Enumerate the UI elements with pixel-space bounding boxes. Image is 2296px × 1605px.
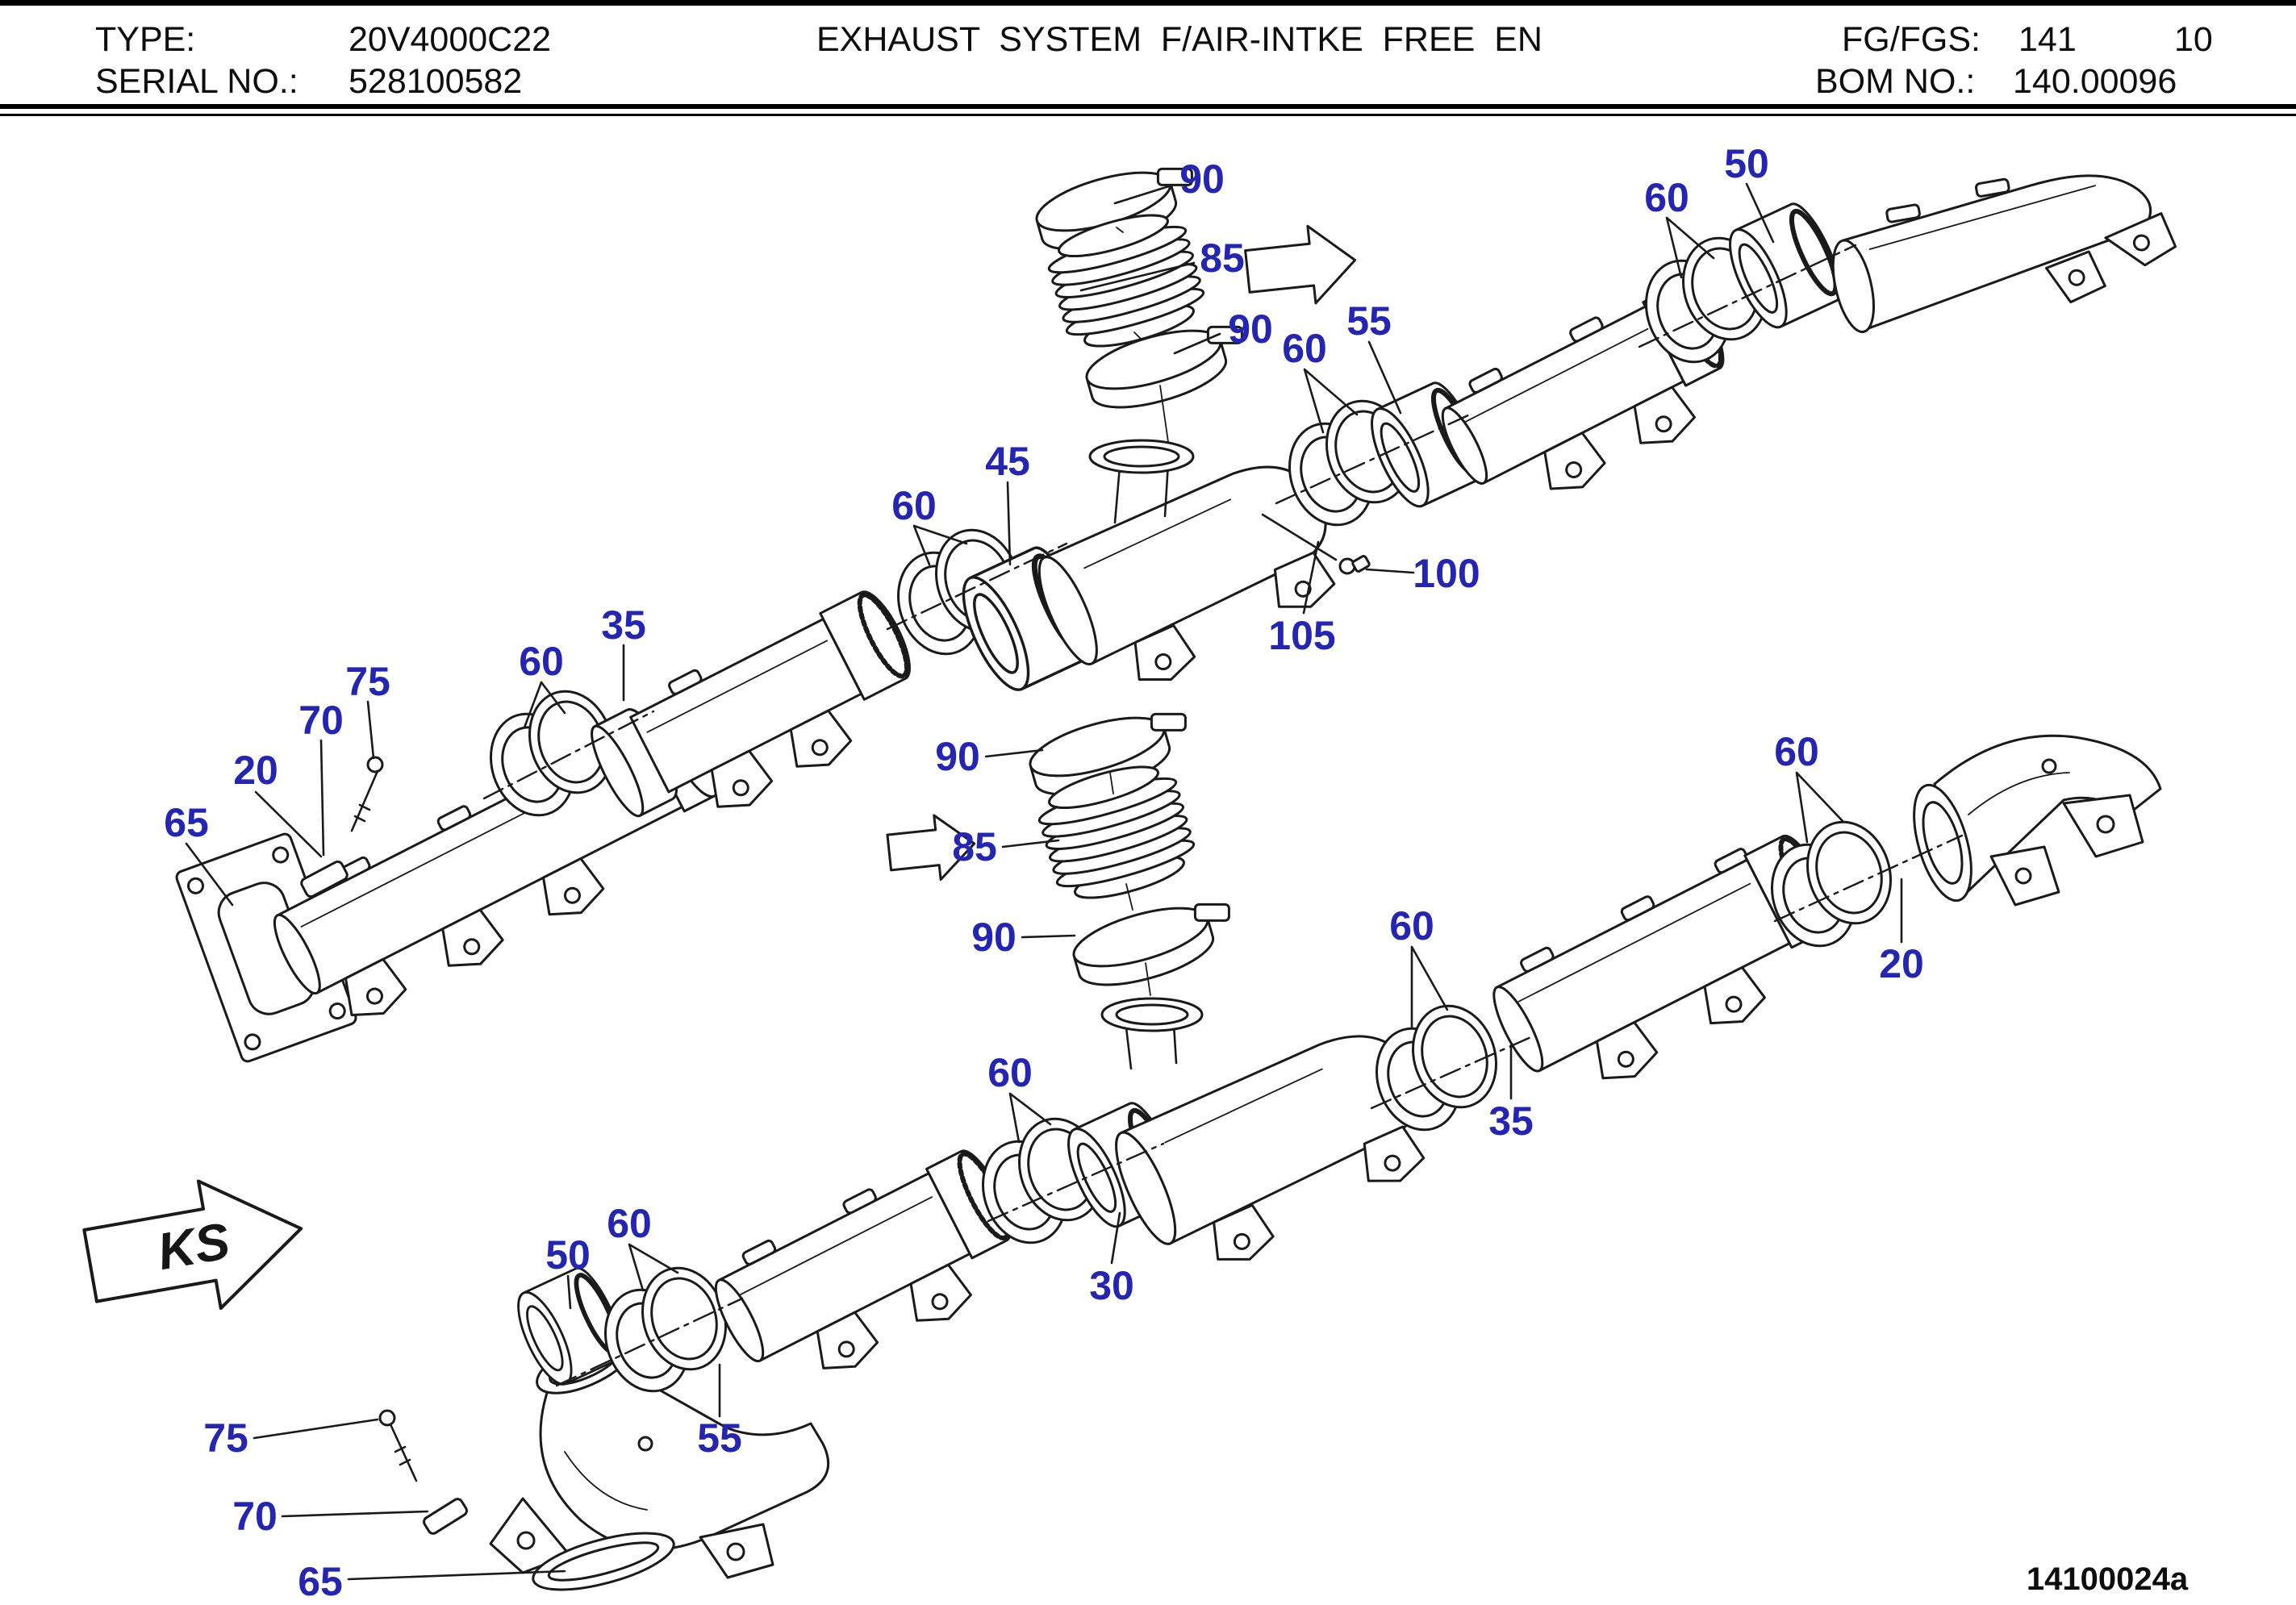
upper-pipe-section-part xyxy=(591,590,911,819)
callout-55-upper: 55 xyxy=(1346,298,1392,344)
ks-direction-arrow xyxy=(82,1179,303,1311)
callout-60-upper-mid2: 60 xyxy=(891,483,937,528)
callout-90-upper-bottom: 90 xyxy=(1228,306,1273,352)
lower-tee-branch-neck xyxy=(1125,1023,1178,1070)
bom-label: BOM NO.: xyxy=(1815,62,1976,101)
bom-value: 140.00096 xyxy=(2013,62,2177,101)
callout-45: 45 xyxy=(985,439,1030,484)
flow-arrow-middle xyxy=(886,814,976,882)
callout-85-upper: 85 xyxy=(1200,236,1245,281)
middle-bottom-clamp-part xyxy=(1067,888,1244,998)
serial-label: SERIAL NO.: xyxy=(95,62,298,101)
callout-75-lower: 75 xyxy=(203,1415,248,1461)
callout-65-upper: 65 xyxy=(164,800,209,845)
serial-value: 528100582 xyxy=(349,62,523,101)
ks-arrow-label: KS xyxy=(153,1211,234,1281)
callout-60-upper-mid: 60 xyxy=(1282,326,1327,371)
callout-50-lower: 50 xyxy=(545,1232,591,1278)
callout-50-upper-right: 50 xyxy=(1724,141,1769,186)
callout-60-lower-right-tee: 60 xyxy=(1389,903,1434,948)
callout-100: 100 xyxy=(1413,551,1480,596)
callout-105: 105 xyxy=(1268,613,1335,658)
callout-60-lower-left: 60 xyxy=(607,1201,652,1246)
upper-bolt-part xyxy=(300,860,349,898)
callout-70-lower: 70 xyxy=(232,1494,278,1539)
flow-arrow-upper xyxy=(1244,224,1357,305)
fg-value-1: 141 xyxy=(2018,20,2077,59)
drawing-number: 14100024a xyxy=(2027,1561,2189,1597)
callout-labels: 90 85 90 60 55 60 50 45 60 35 60 75 70 2… xyxy=(153,141,2189,1604)
callout-90-middle-top: 90 xyxy=(935,734,980,779)
callout-85-middle: 85 xyxy=(952,824,997,869)
callout-70-upper: 70 xyxy=(298,698,344,743)
type-value: 20V4000C22 xyxy=(349,20,552,59)
upper-right-elbow-part xyxy=(1831,174,2177,333)
lower-right-elbow-part xyxy=(1913,734,2162,907)
callout-60-upper-right: 60 xyxy=(1644,175,1689,220)
callout-90-upper-top: 90 xyxy=(1179,156,1225,202)
middle-bellows-part xyxy=(1030,753,1203,911)
type-label: TYPE: xyxy=(95,20,196,59)
page-title: EXHAUST SYSTEM F/AIR-INTKE FREE EN xyxy=(816,20,1542,59)
header-rule-thin xyxy=(0,114,2296,116)
callout-75-upper: 75 xyxy=(345,659,390,704)
upper-tee-branch-neck xyxy=(1113,461,1170,524)
upper-stud-part xyxy=(366,756,384,773)
callout-60-lower-elbow: 60 xyxy=(1774,729,1819,774)
lower-bolt-part xyxy=(423,1498,468,1535)
callout-60-upper-left: 60 xyxy=(519,639,564,684)
header-rule-thick xyxy=(0,104,2296,109)
callout-35-upper: 35 xyxy=(601,602,646,648)
callout-20-upper: 20 xyxy=(233,748,278,793)
callout-65-lower: 65 xyxy=(298,1559,343,1604)
page-top-border xyxy=(0,0,2296,6)
lower-gasket-part xyxy=(532,1532,675,1591)
callout-35-lower: 35 xyxy=(1488,1098,1534,1144)
fg-value-2: 10 xyxy=(2174,20,2213,59)
callout-20-lower: 20 xyxy=(1879,941,1924,986)
callout-90-middle-bottom: 90 xyxy=(971,915,1017,960)
lower-stud-part xyxy=(378,1409,396,1427)
callout-60-lower-left-tee: 60 xyxy=(987,1050,1033,1095)
fg-label: FG/FGS: xyxy=(1842,20,1981,59)
callout-30: 30 xyxy=(1089,1263,1134,1308)
callout-55-lower: 55 xyxy=(697,1415,742,1461)
